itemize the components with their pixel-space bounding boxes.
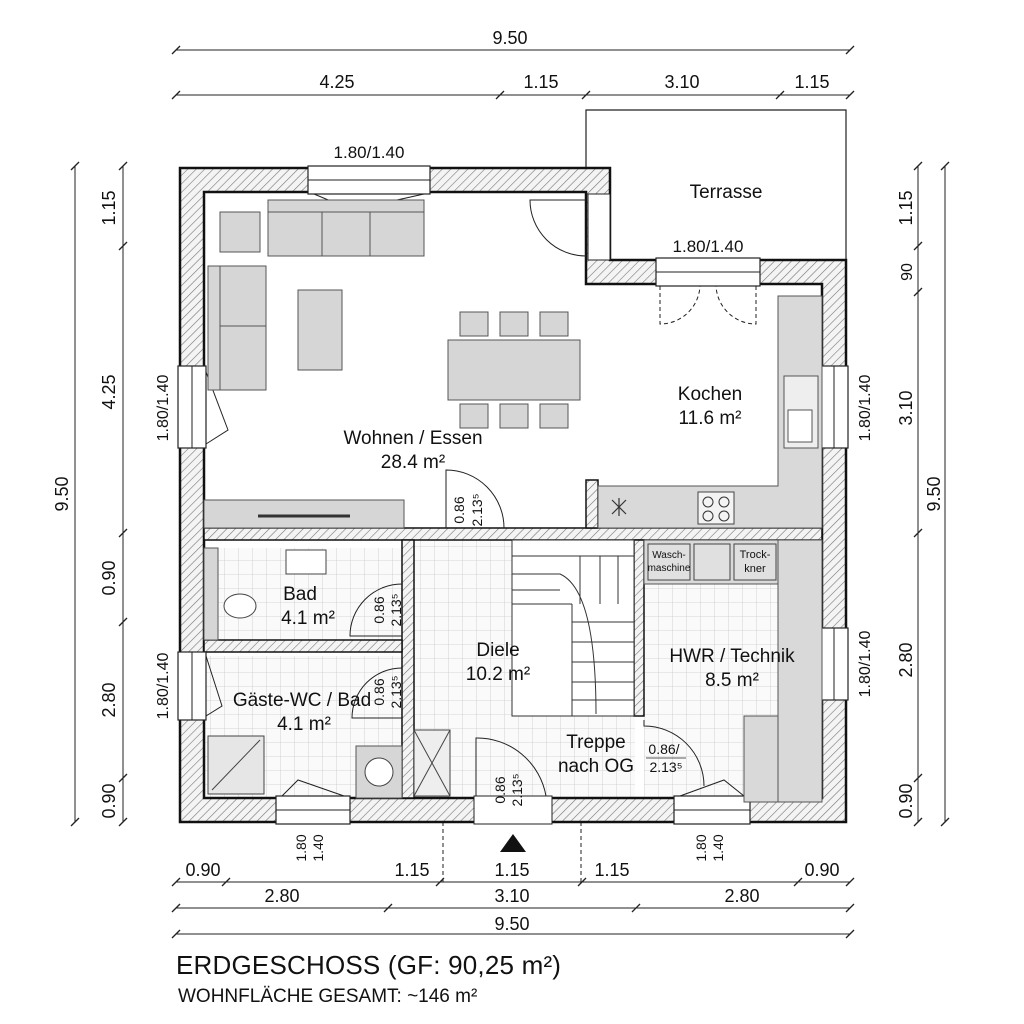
door-wohnen-a: 0.86 (451, 496, 467, 523)
door-entry-a: 0.86 (492, 776, 508, 803)
room-wohnen-area: 28.4 m² (381, 452, 445, 473)
dim-top-total: 9.50 (492, 28, 527, 48)
dimension-right: 1.15 90 3.10 9.50 2.80 0.90 (896, 161, 950, 827)
dimension-left: 9.50 1.15 4.25 0.90 2.80 0.90 (52, 161, 128, 827)
windows (177, 165, 849, 825)
dim-right-b: 90 (899, 263, 916, 281)
dim-top-a: 4.25 (319, 72, 354, 92)
win-left-top-label: 1.80/1.40 (155, 375, 172, 442)
room-kochen-area: 11.6 m² (678, 408, 741, 429)
dim-left-c: 0.90 (99, 560, 119, 595)
terrace-label: Terrasse (690, 182, 763, 203)
dim-left-total: 9.50 (52, 476, 72, 511)
appliance-wasch-2: maschine (648, 563, 691, 574)
door-hwr-b: 2.13⁵ (649, 759, 682, 775)
room-gaeste-area: 4.1 m² (277, 714, 331, 735)
room-gaeste-name: Gäste-WC / Bad (233, 690, 371, 711)
dim-top-b: 1.15 (523, 72, 558, 92)
dim-bottom-c: 1.15 (494, 860, 529, 880)
appliance-trock-2: kner (744, 563, 766, 575)
dim-right-total: 9.50 (924, 476, 944, 511)
furniture (203, 199, 823, 803)
room-bad-area: 4.1 m² (281, 608, 335, 629)
dimension-top: 9.50 4.25 1.15 3.10 1.15 (171, 28, 855, 100)
dim-bottom-total: 9.50 (494, 914, 529, 934)
plan-title: ERDGESCHOSS (GF: 90,25 m²) (176, 950, 562, 980)
door-entry-b: 2.13⁵ (509, 773, 525, 806)
door-gaeste-a: 0.86 (371, 678, 387, 705)
dim-bottom-e: 0.90 (804, 860, 839, 880)
room-diele-name: Diele (476, 640, 519, 661)
room-bad-name: Bad (283, 584, 317, 605)
win-bottom-right-a: 1.80 (693, 834, 709, 861)
dim-right-c: 3.10 (896, 390, 916, 425)
dim-bottom-d: 1.15 (594, 860, 629, 880)
room-hwr-area: 8.5 m² (705, 670, 759, 691)
dim-top-c: 3.10 (664, 72, 699, 92)
door-wohnen-b: 2.13⁵ (469, 493, 485, 526)
win-top-label: 1.80/1.40 (334, 143, 405, 162)
appliance-trock-1: Trock- (740, 549, 771, 561)
dimension-bottom: 0.90 1.15 1.15 1.15 0.90 2.80 3.10 2.80 … (171, 822, 855, 939)
terrace: Terrasse (585, 109, 847, 266)
win-right-top-label: 1.80/1.40 (857, 375, 874, 442)
dim-right-d: 2.80 (896, 642, 916, 677)
room-hwr-name: HWR / Technik (669, 646, 795, 667)
dim-bottom-b: 1.15 (394, 860, 429, 880)
door-hwr-a: 0.86/ (648, 741, 679, 757)
dim-left-a: 1.15 (99, 190, 119, 225)
win-right-bottom-label: 1.80/1.40 (857, 631, 874, 698)
room-labels: Wohnen / Essen 28.4 m² Kochen 11.6 m² Ba… (233, 384, 795, 777)
dim-bottom-a: 0.90 (185, 860, 220, 880)
win-left-bottom-label: 1.80/1.40 (155, 653, 172, 720)
dim-bottom-f: 2.80 (264, 886, 299, 906)
room-treppe-line2: nach OG (558, 756, 634, 777)
appliance-wasch-1: Wasch- (652, 550, 686, 561)
staircase (511, 539, 635, 717)
win-bottom-left-b: 1.40 (310, 834, 326, 861)
room-diele-area: 10.2 m² (466, 664, 530, 685)
dim-left-e: 0.90 (99, 783, 119, 818)
dim-bottom-h: 2.80 (724, 886, 759, 906)
dim-top-d: 1.15 (794, 72, 829, 92)
opening-labels: 1.80/1.40 1.80/1.40 1.80/1.40 1.80/1.40 … (155, 143, 874, 862)
room-kochen-name: Kochen (678, 384, 742, 405)
dim-bottom-g: 3.10 (494, 886, 529, 906)
room-treppe-line1: Treppe (566, 732, 626, 753)
dim-right-e: 0.90 (896, 783, 916, 818)
dim-left-b: 4.25 (99, 374, 119, 409)
outer-walls (178, 166, 848, 824)
dim-left-d: 2.80 (99, 682, 119, 717)
win-bottom-left-a: 1.80 (293, 834, 309, 861)
door-bad-b: 2.13⁵ (388, 593, 404, 626)
room-wohnen-name: Wohnen / Essen (343, 428, 482, 449)
plan-subtitle: WOHNFLÄCHE GESAMT: ~146 m² (178, 986, 478, 1007)
dim-right-a: 1.15 (896, 190, 916, 225)
door-bad-a: 0.86 (371, 596, 387, 623)
win-terrace-label: 1.80/1.40 (673, 237, 744, 256)
win-bottom-right-b: 1.40 (710, 834, 726, 861)
door-gaeste-b: 2.13⁵ (388, 675, 404, 708)
